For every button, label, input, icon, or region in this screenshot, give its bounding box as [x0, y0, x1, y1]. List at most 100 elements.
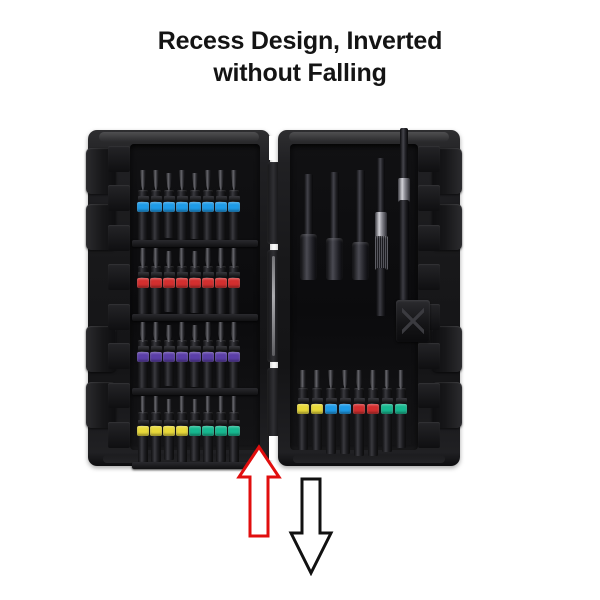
bit-tip — [218, 170, 224, 192]
holder-chrome-band — [375, 212, 387, 238]
bit-color-band — [176, 202, 188, 212]
bit-shank — [354, 388, 364, 456]
bit-color-band — [215, 278, 227, 288]
bit-collar — [150, 196, 162, 201]
bit-collar — [339, 398, 351, 403]
bit-color-band — [311, 404, 323, 414]
holder-chrome-band — [398, 178, 410, 202]
bit-color-band — [176, 278, 188, 288]
socket-body — [300, 234, 317, 280]
bit-collar — [215, 346, 227, 351]
bit-tip — [192, 325, 198, 342]
rib — [418, 422, 440, 448]
rib — [108, 382, 130, 409]
bit-color-band — [189, 278, 201, 288]
bit-collar — [381, 398, 393, 403]
bit-tip — [192, 399, 198, 414]
bit-collar — [176, 272, 188, 277]
bit-tip — [153, 396, 159, 414]
bit-tip — [140, 248, 146, 268]
bit-collar — [163, 346, 175, 351]
bit-tip — [314, 370, 320, 388]
bit-tip — [166, 399, 172, 414]
bit-tip — [370, 370, 376, 390]
title-line-2: without Falling — [213, 58, 387, 87]
bit-color-band — [163, 278, 175, 288]
bit-color-band — [381, 404, 393, 414]
bit-tip — [205, 396, 211, 414]
bit-tip — [140, 170, 146, 192]
bit-collar — [353, 398, 365, 403]
bit-color-band — [137, 352, 149, 362]
bit-tip — [231, 396, 237, 414]
tray-shelf — [132, 462, 258, 469]
tray-shelf — [132, 314, 258, 321]
hinge-gap-bottom — [269, 436, 279, 460]
bit-shank — [203, 266, 213, 316]
bit-collar — [228, 420, 240, 425]
bit-tip — [153, 170, 159, 192]
bit-tip — [179, 322, 185, 342]
case-right-panel — [278, 128, 462, 466]
bit-tip — [218, 322, 224, 342]
bit-collar — [176, 346, 188, 351]
bit-collar — [176, 420, 188, 425]
bit-color-band — [202, 352, 214, 362]
rib — [418, 264, 440, 291]
bit-tip — [179, 170, 185, 192]
bit-shank — [229, 412, 239, 463]
bit-tip — [218, 396, 224, 414]
bit-collar — [395, 398, 407, 403]
bit-collar — [137, 272, 149, 277]
page-title: Recess Design, Inverted without Falling — [0, 26, 600, 89]
bit-shank — [164, 340, 174, 386]
bit-tip — [205, 248, 211, 268]
bit-color-band — [137, 278, 149, 288]
bit-tip — [231, 322, 237, 342]
rib — [108, 422, 130, 448]
bit-shank — [396, 388, 406, 448]
tray-shelf — [132, 388, 258, 395]
rib — [418, 382, 440, 409]
bit-collar — [202, 346, 214, 351]
bit-collar — [189, 196, 201, 201]
bit-color-band — [228, 278, 240, 288]
bit-color-band — [189, 426, 201, 436]
bit-tip — [192, 173, 198, 192]
bit-collar — [228, 272, 240, 277]
bit-shank — [368, 388, 378, 456]
bit-tip — [153, 322, 159, 342]
belt-clip-block — [396, 300, 430, 342]
rib — [108, 185, 130, 212]
bit-color-band — [215, 202, 227, 212]
bit-shank — [190, 190, 200, 239]
bit-tip — [179, 248, 185, 268]
bit-shank — [164, 266, 174, 312]
bit-color-band — [202, 278, 214, 288]
bit-tip — [218, 248, 224, 268]
holder-barrel — [376, 268, 386, 316]
bit-color-band — [137, 202, 149, 212]
bit-shank — [216, 412, 226, 462]
bit-color-band — [163, 352, 175, 362]
hinge-knuckle-3 — [267, 368, 281, 442]
nut-driver-socket — [352, 170, 369, 284]
title-line-1: Recess Design, Inverted — [157, 27, 443, 55]
bit-shank — [203, 412, 213, 464]
bit-collar — [176, 196, 188, 201]
bit-shank — [190, 340, 200, 387]
magnetic-bit-holder — [397, 128, 411, 322]
bit-tip — [192, 251, 198, 268]
holder-knurled-sleeve — [374, 236, 388, 270]
bit-shank — [138, 412, 148, 464]
bit-collar — [137, 196, 149, 201]
row-purple-torx — [137, 318, 242, 390]
tray-shelf — [132, 240, 258, 247]
socket-body — [326, 238, 343, 280]
bit-collar — [311, 398, 323, 403]
socket-stem — [356, 170, 365, 246]
left-panel-ribs — [108, 146, 130, 448]
bit-shank — [177, 266, 187, 315]
bit-shank — [190, 412, 200, 461]
